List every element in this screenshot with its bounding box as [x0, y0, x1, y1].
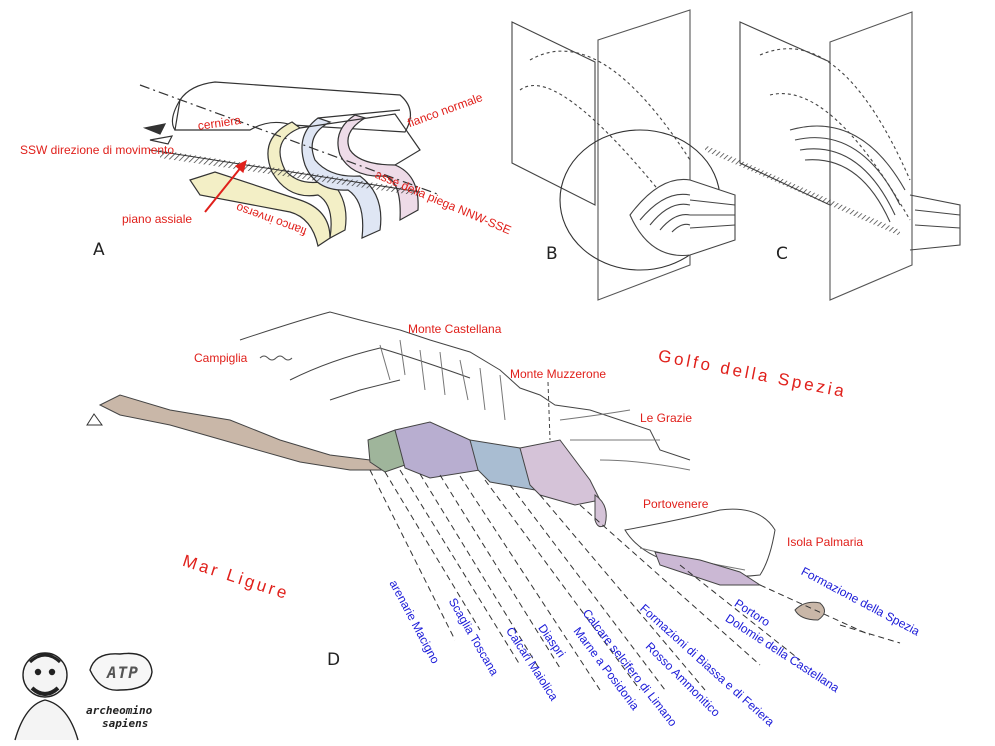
logo-mark: ATP [107, 663, 139, 682]
panel-letter-a: A [93, 240, 105, 260]
axial-plane-c [829, 11, 913, 301]
label-campiglia: Campiglia [194, 351, 248, 365]
violet-rock [394, 421, 481, 479]
tino-island [794, 601, 825, 621]
label-le-grazie: Le Grazie [640, 411, 693, 425]
archeomino-logo [14, 652, 153, 741]
logo-line1: archeomino [86, 704, 153, 717]
hatched-base-c [705, 145, 900, 236]
label-direzione: SSW direzione di movimento [20, 143, 175, 157]
fold-block-a [139, 81, 441, 247]
axial-plane-b [597, 9, 691, 301]
label-monte-castellana: Monte Castellana [408, 322, 502, 336]
pink-rock [519, 439, 601, 506]
label-monte-muzzerone: Monte Muzzerone [510, 367, 607, 381]
section-plane-b [511, 21, 596, 206]
fold-diagram-b [511, 9, 736, 301]
section-plane-c [739, 21, 831, 206]
formation-lines [369, 469, 901, 691]
panel-letter-b: B [546, 244, 558, 264]
label-portovenere: Portovenere [643, 497, 709, 511]
label-piano-assiale: piano assiale [122, 212, 193, 226]
pink-layer [337, 114, 419, 222]
palmaria-marker [86, 413, 103, 426]
landscape-d [86, 311, 901, 691]
mountain-ridge [239, 311, 691, 461]
yellow-lower-limb [189, 171, 331, 247]
palmaria-rock-band [654, 551, 762, 586]
green-rock [367, 429, 406, 473]
fold-diagram-c [705, 11, 961, 301]
panel-letter-d: D [327, 650, 341, 670]
brown-coast [98, 394, 387, 471]
panel-letter-c: C [776, 244, 788, 264]
teal-rock [469, 439, 536, 491]
logo-line2: sapiens [102, 717, 149, 730]
label-isola-palmaria: Isola Palmaria [787, 535, 864, 549]
